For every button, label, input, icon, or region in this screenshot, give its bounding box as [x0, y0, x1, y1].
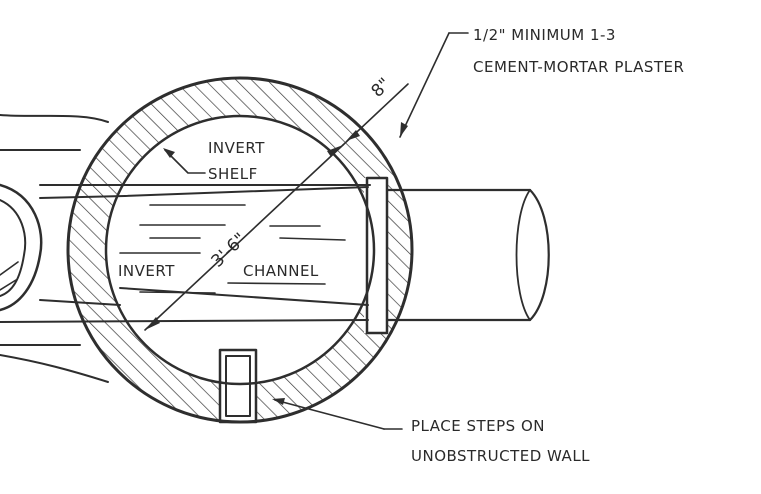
steps-note-line1: PLACE STEPS ON — [411, 417, 545, 435]
invert-shelf-leader — [164, 149, 206, 174]
manhole-steps — [218, 348, 258, 424]
plaster-note-line2: CEMENT-MORTAR PLASTER — [473, 58, 684, 76]
invert-shelf-label-line2: SHELF — [208, 165, 258, 183]
plaster-note-line1: 1/2" MINIMUM 1-3 — [473, 26, 616, 44]
invert-channel-lines — [119, 204, 346, 294]
steps-leader — [272, 398, 403, 430]
manhole-inner-wall — [104, 114, 376, 386]
outgoing-pipe — [365, 176, 550, 335]
invert-shelf-label-line1: INVERT — [208, 139, 265, 157]
plaster-leader — [399, 32, 469, 138]
invert-label: INVERT — [118, 262, 175, 280]
inner-diameter-dimension — [144, 83, 409, 331]
pipe-through-manhole — [0, 184, 371, 323]
steps-note-line2: UNOBSTRUCTED WALL — [411, 447, 590, 465]
channel-label: CHANNEL — [243, 262, 319, 280]
